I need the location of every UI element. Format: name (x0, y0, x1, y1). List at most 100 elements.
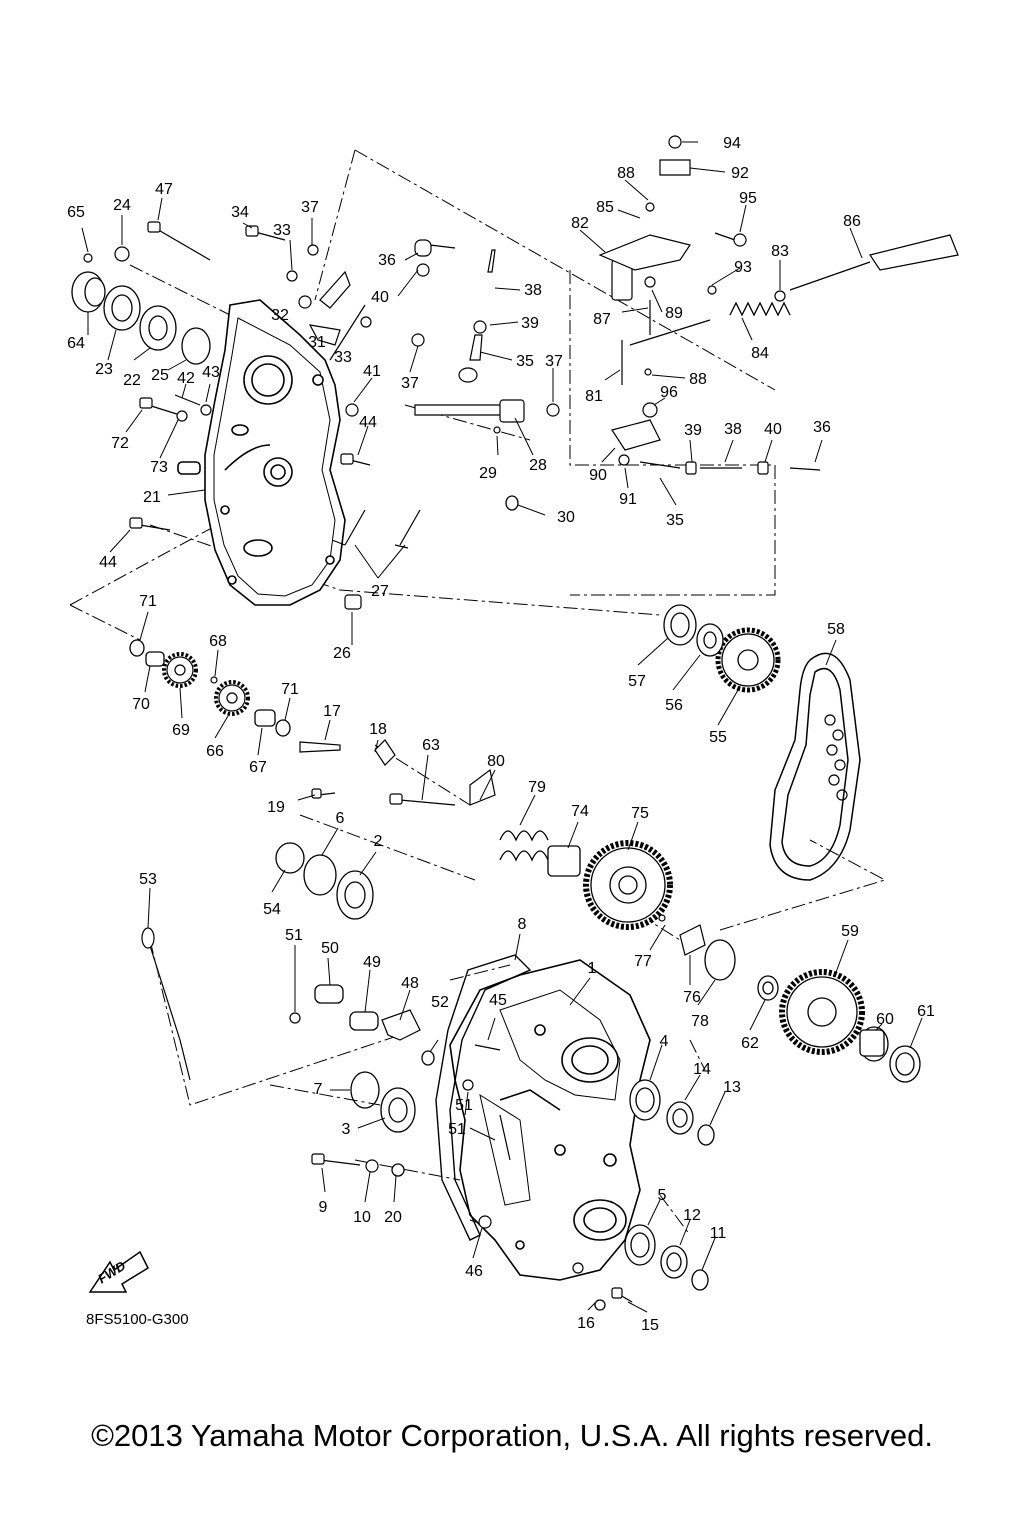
reference-code: 8FS5100-G300 (86, 1311, 189, 1328)
part-label-58: 58 (827, 621, 845, 638)
leader-lines (81, 141, 923, 1313)
part-label-7: 7 (314, 1081, 323, 1098)
part-label-53: 53 (139, 871, 157, 888)
part-label-92: 92 (731, 165, 749, 182)
part-label-89: 89 (665, 305, 683, 322)
part-label-59: 59 (841, 923, 859, 940)
part-label-78: 78 (691, 1013, 709, 1030)
part-label-52: 52 (431, 994, 449, 1011)
part-label-91: 91 (619, 491, 637, 508)
part-label-13: 13 (723, 1079, 741, 1096)
part-label-71b: 71 (281, 681, 299, 698)
part-label-70: 70 (132, 696, 150, 713)
collars (145, 651, 885, 1057)
part-label-37: 37 (301, 199, 319, 216)
part-label-19: 19 (267, 799, 285, 816)
part-label-45: 45 (489, 992, 507, 1009)
part-label-62: 62 (741, 1035, 759, 1052)
part-label-48: 48 (401, 975, 419, 992)
part-label-2: 2 (374, 833, 383, 850)
part-label-94: 94 (723, 135, 741, 152)
part-label-22: 22 (123, 372, 141, 389)
part-label-46: 46 (465, 1263, 483, 1280)
part-label-26: 26 (333, 645, 351, 662)
part-label-68: 68 (209, 633, 227, 650)
part-label-18: 18 (369, 721, 387, 738)
part-label-17: 17 (323, 703, 341, 720)
part-label-60: 60 (876, 1011, 894, 1028)
part-label-72: 72 (111, 435, 129, 452)
part-label-64: 64 (67, 335, 85, 352)
part-label-56: 56 (665, 697, 683, 714)
springs (499, 301, 791, 862)
part-label-95: 95 (739, 190, 757, 207)
part-label-93: 93 (734, 259, 752, 276)
part-label-3: 3 (342, 1121, 351, 1138)
part-label-38b: 38 (724, 421, 742, 438)
part-label-69: 69 (172, 722, 190, 739)
part-label-51c: 51 (448, 1121, 466, 1138)
part-label-85: 85 (596, 199, 614, 216)
part-label-39b: 39 (684, 422, 702, 439)
part-label-54: 54 (263, 901, 281, 918)
part-label-40: 40 (371, 289, 389, 306)
part-label-73: 73 (150, 459, 168, 476)
part-label-84: 84 (751, 345, 769, 362)
part-label-35: 35 (516, 353, 534, 370)
part-label-39: 39 (521, 315, 539, 332)
part-label-30: 30 (557, 509, 575, 526)
part-label-90: 90 (589, 467, 607, 484)
part-label-24: 24 (113, 197, 131, 214)
part-label-23: 23 (95, 361, 113, 378)
part-label-32: 32 (271, 307, 289, 324)
part-label-8: 8 (518, 916, 527, 933)
part-label-88: 88 (617, 165, 635, 182)
part-label-77: 77 (634, 953, 652, 970)
part-label-96: 96 (660, 384, 678, 401)
part-label-36: 36 (378, 252, 396, 269)
part-label-16: 16 (577, 1315, 595, 1332)
part-label-82: 82 (571, 215, 589, 232)
part-label-1: 1 (588, 960, 597, 977)
part-label-11: 11 (710, 1225, 727, 1242)
part-label-66: 66 (206, 743, 224, 760)
part-label-40b: 40 (764, 421, 782, 438)
part-label-33: 33 (273, 222, 291, 239)
part-label-28: 28 (529, 457, 547, 474)
part-label-12: 12 (683, 1207, 701, 1224)
part-label-81: 81 (585, 388, 603, 405)
part-label-44b: 44 (99, 554, 117, 571)
part-label-80: 80 (487, 753, 505, 770)
gear-75 (583, 840, 673, 930)
part-label-75: 75 (631, 805, 649, 822)
fwd-arrow-icon: FWD (88, 1250, 149, 1293)
copyright-notice: ©2013 Yamaha Motor Corporation, U.S.A. A… (91, 1418, 933, 1453)
part-label-47: 47 (155, 181, 173, 198)
part-label-61: 61 (917, 1003, 935, 1020)
part-label-50: 50 (321, 940, 339, 957)
part-label-29: 29 (479, 465, 497, 482)
part-labels: 1 2 3 4 5 6 7 8 9 10 11 12 13 14 15 16 1… (67, 135, 935, 1334)
part-label-74: 74 (571, 803, 589, 820)
gear-55 (715, 627, 781, 693)
part-label-49: 49 (363, 954, 381, 971)
part-label-63: 63 (422, 737, 440, 754)
part-label-15: 15 (641, 1317, 659, 1334)
part-label-37c: 37 (545, 353, 563, 370)
bolts-shafts (129, 159, 959, 1303)
part-label-5: 5 (658, 1187, 667, 1204)
part-label-43: 43 (202, 364, 220, 381)
part-label-21: 21 (143, 489, 161, 506)
part-label-20: 20 (384, 1209, 402, 1226)
part-label-88b: 88 (689, 371, 707, 388)
part-label-9: 9 (319, 1199, 328, 1216)
part-label-37b: 37 (401, 375, 419, 392)
nuts-washers (83, 135, 786, 1274)
chain-case-cover-21 (177, 299, 346, 606)
part-label-83: 83 (771, 243, 789, 260)
drive-chain-58 (769, 652, 861, 881)
part-label-51b: 51 (455, 1097, 473, 1114)
part-label-55: 55 (709, 729, 727, 746)
part-label-65: 65 (67, 204, 85, 221)
